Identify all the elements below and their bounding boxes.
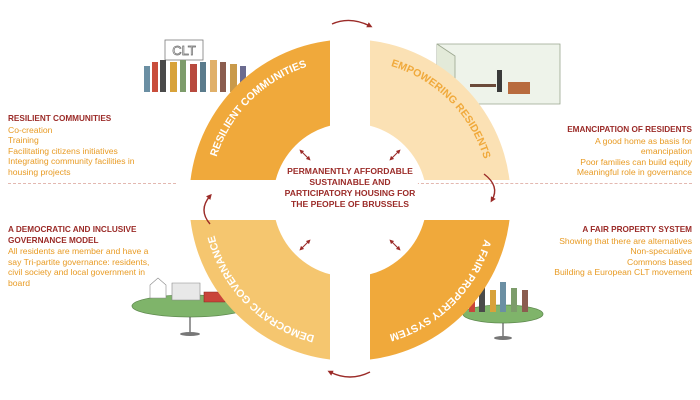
double-arrow-icon: [299, 239, 311, 251]
curved-arrow-icon: [203, 193, 212, 225]
person-icon: [500, 282, 506, 312]
person-icon: [522, 290, 528, 312]
panel-heading: RESILIENT COMMUNITIES: [8, 114, 112, 123]
people-group-icon: [144, 60, 246, 92]
clt-sign-label: CLT: [172, 43, 196, 58]
panel-heading: A DEMOCRATIC AND INCLUSIVE: [8, 225, 137, 234]
double-arrow-icon: [299, 149, 311, 161]
panel-heading: GOVERNANCE MODEL: [8, 235, 99, 245]
table-icon: [470, 84, 496, 87]
person-icon: [479, 284, 485, 312]
double-arrow-icon: [389, 149, 401, 161]
panel-line: board: [8, 277, 30, 288]
house-icon: [149, 277, 167, 299]
panel-line: Integrating community facilities in: [8, 156, 135, 167]
curved-arrow-icon: [483, 173, 496, 203]
panel-line: Meaningful role in governance: [576, 167, 692, 178]
double-arrow-icon: [389, 239, 401, 251]
panel-line: Co-creation: [8, 124, 53, 135]
curved-arrow-icon: [331, 19, 373, 28]
panel-line: Training: [8, 135, 39, 146]
panel-emancipation-of-residents: EMANCIPATION OF RESIDENTS A good home as…: [567, 125, 692, 178]
panel-line: emancipation: [640, 146, 692, 157]
panel-line: A good home as basis for: [595, 135, 692, 146]
panel-line: housing projects: [8, 166, 71, 177]
segment-democratic-governance: [190, 220, 330, 360]
panel-fair-property-system: A FAIR PROPERTY SYSTEM Showing that ther…: [554, 225, 692, 278]
sofa-icon: [508, 82, 530, 94]
panel-heading: EMANCIPATION OF RESIDENTS: [567, 125, 692, 134]
divider-right: [416, 183, 692, 184]
panel-line: Commons based: [627, 256, 692, 267]
segment-fair-property-system: [370, 220, 510, 360]
panel-line: All residents are member and have a: [8, 246, 149, 257]
panel-resilient-communities: RESILIENT COMMUNITIES Co-creation Traini…: [8, 114, 135, 178]
panel-democratic-governance: A DEMOCRATIC AND INCLUSIVE GOVERNANCE MO…: [8, 225, 149, 289]
panel-line: Poor families can build equity: [580, 156, 692, 167]
building-icon: [171, 282, 201, 301]
person-icon: [511, 288, 517, 312]
person-icon: [490, 290, 496, 312]
panel-line: Building a European CLT movement: [554, 267, 692, 278]
panel-line: Showing that there are alternatives: [559, 235, 692, 246]
panel-line: civil society and local government in: [8, 267, 146, 278]
ring-segments: [190, 40, 510, 360]
crowd-illustration: CLT: [144, 39, 246, 92]
panel-line: say Tri-partite governance: residents,: [8, 256, 150, 267]
panel-line: Facilitating citizens initiatives: [8, 145, 118, 156]
person-icon: [497, 70, 502, 92]
divider-left: [8, 183, 176, 184]
panel-heading: A FAIR PROPERTY SYSTEM: [582, 225, 692, 234]
panel-line: Non-speculative: [630, 246, 692, 257]
center-circle: [280, 130, 420, 270]
center-title: PERMANENTLY AFFORDABLE SUSTAINABLE AND P…: [284, 166, 416, 209]
curved-arrow-icon: [327, 370, 371, 378]
segment-empowering-residents: [370, 40, 510, 180]
segment-resilient-communities: [190, 40, 330, 180]
